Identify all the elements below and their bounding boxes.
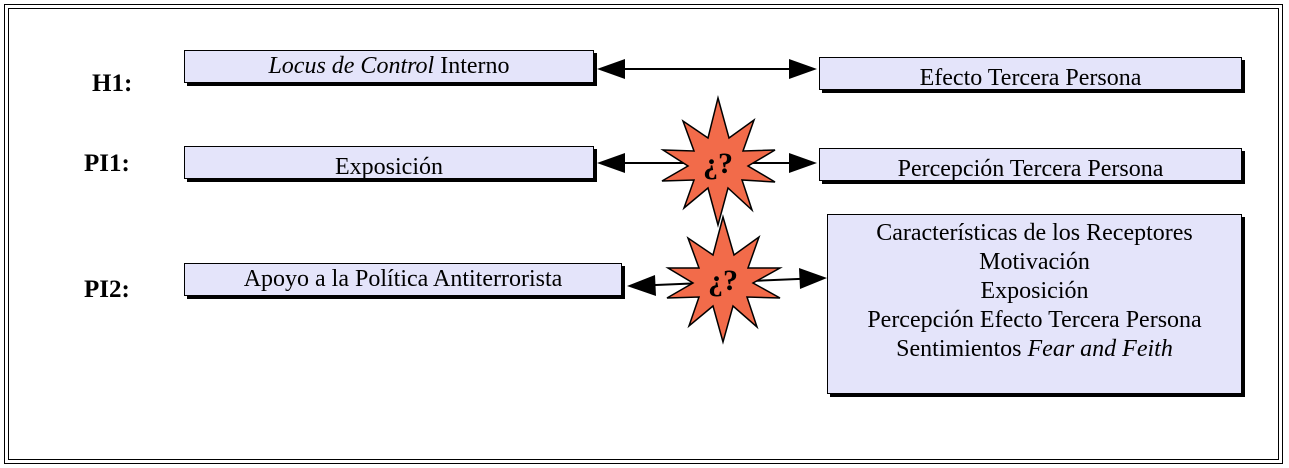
pi2-right-last-normal: Sentimientos	[896, 336, 1028, 362]
uncertain-mark-pi1: ¿?	[703, 147, 733, 180]
pi2-left-box: Apoyo a la Política Antiterrorista	[184, 263, 622, 296]
uncertainty-burst-icon	[660, 95, 776, 228]
pi1-left-text: Exposición	[335, 154, 443, 180]
h1-left-italic: Locus de Control	[268, 53, 435, 79]
pi1-right-text: Percepción Tercera Persona	[897, 156, 1164, 182]
pi2-right-box: Características de los Receptores Motiva…	[827, 214, 1242, 394]
pi1-right-box: Percepción Tercera Persona	[819, 148, 1242, 182]
pi2-right-line-last: Sentimientos Fear and Feith	[828, 335, 1241, 364]
pi2-right-line: Características de los Receptores	[876, 220, 1193, 246]
h1-left-box: Locus de Control Interno	[184, 50, 594, 83]
diagram-inner-frame	[8, 8, 1279, 460]
uncertain-mark-pi2: ¿?	[708, 264, 738, 297]
pi2-left-text: Apoyo a la Política Antiterrorista	[243, 266, 563, 292]
pi2-right-line: Exposición	[980, 278, 1089, 304]
pi2-right-line: Motivación	[979, 249, 1090, 275]
pi2-right-last-italic: Fear and Feith	[1027, 336, 1173, 362]
row-label-pi1: PI1:	[84, 150, 130, 177]
h1-left-normal: Interno	[434, 53, 510, 79]
uncertainty-burst-icon	[665, 214, 783, 345]
h1-arrow	[597, 59, 817, 79]
h1-right-box: Efecto Tercera Persona	[819, 57, 1242, 91]
pi1-left-box: Exposición	[184, 146, 594, 180]
row-label-pi2: PI2:	[84, 276, 130, 303]
pi2-right-line: Percepción Efecto Tercera Persona	[867, 307, 1202, 333]
row-label-h1: H1:	[92, 70, 133, 97]
h1-right-text: Efecto Tercera Persona	[919, 65, 1142, 91]
diagram-frame	[4, 4, 1283, 464]
